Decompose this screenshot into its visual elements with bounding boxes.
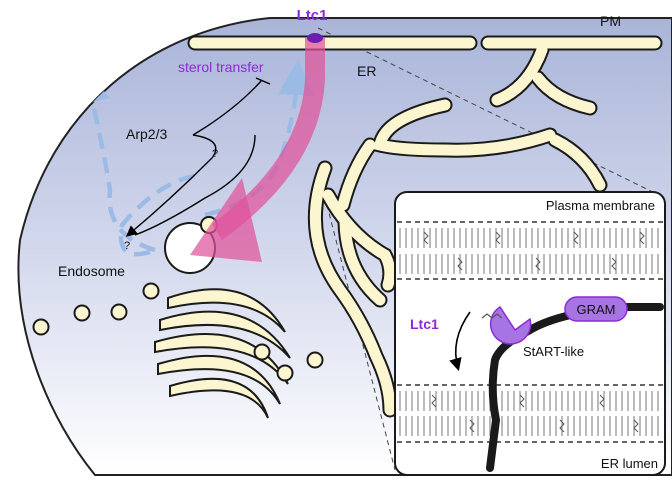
question-mark-top: ? [212,148,218,160]
sterol-transfer-label: sterol transfer [178,59,264,75]
ltc1-marker [307,33,323,43]
inset-ltc1-label: Ltc1 [410,316,439,332]
inset-plasma-membrane-label: Plasma membrane [546,198,655,213]
endosome-label: Endosome [58,263,125,279]
question-mark-bottom: ? [124,240,130,252]
inset-gram-label: GRAM [577,302,616,317]
inset-er-lumen-label: ER lumen [601,456,658,471]
er-label: ER [357,63,376,79]
arp23-label: Arp2/3 [126,126,167,142]
inset-start-like-label: StART-like [523,344,584,359]
ltc1-label: Ltc1 [297,7,328,24]
pm-label: PM [600,13,621,29]
membrane-contact-inset: Plasma membrane ER lumen Ltc1 GRAM StART… [395,192,665,475]
